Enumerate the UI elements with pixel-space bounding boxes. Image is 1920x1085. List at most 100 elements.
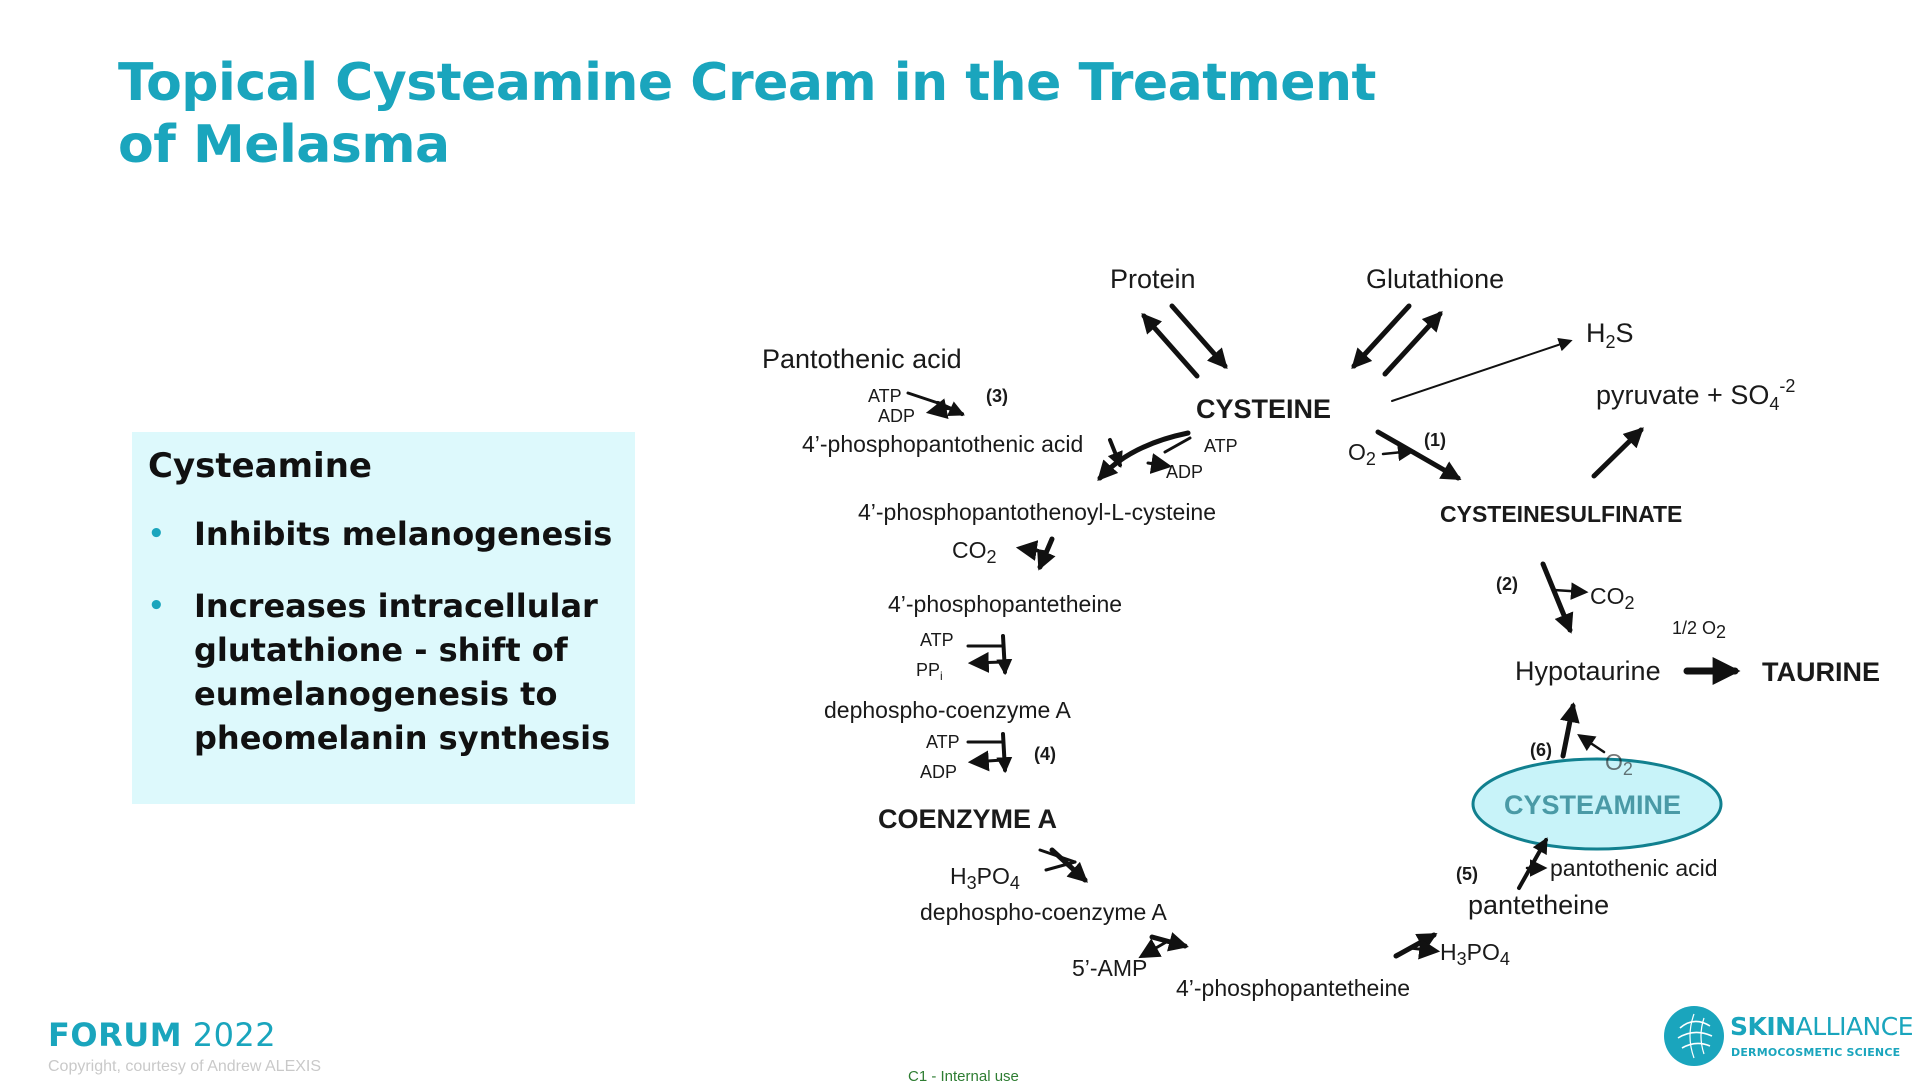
label-cysteamine: CYSTEAMINE	[1504, 790, 1681, 820]
label-pantothenic-acid-right: pantothenic acid	[1550, 855, 1718, 881]
arrow-atp-3	[906, 391, 940, 405]
arrow-amp-out	[1138, 938, 1170, 959]
skin-alliance-logo: SKINALLIANCE DERMOCOSMETIC SCIENCE	[1664, 1006, 1914, 1072]
label-hypotaurine: Hypotaurine	[1515, 656, 1661, 686]
label-step4: (4)	[1034, 744, 1056, 764]
info-bullet-2: • Increases intracellular glutathione - s…	[148, 584, 619, 760]
label-glutathione: Glutathione	[1366, 264, 1504, 294]
label-phosphopantothenic: 4’-phosphopantothenic acid	[802, 431, 1083, 457]
arrow-step4	[996, 732, 1013, 774]
half-o2-sub: 2	[1716, 622, 1726, 642]
arrow-step5	[1517, 837, 1548, 890]
co2-2-sub: 2	[1625, 593, 1635, 613]
co2-left-sub: 2	[987, 547, 997, 567]
label-o2-step6: O2	[1605, 749, 1633, 779]
forum-word: FORUM	[48, 1016, 183, 1054]
label-atp-3: ATP	[868, 386, 902, 406]
arrow-cysteine-to-h2s	[1391, 337, 1573, 402]
label-atp-cys: ATP	[1204, 436, 1238, 456]
label-half-o2: 1/2 O2	[1672, 618, 1726, 642]
h2s-h: H	[1586, 318, 1606, 348]
arrow-to-pyruvate	[1591, 427, 1644, 479]
label-phosphopantothenoyl: 4’-phosphopantothenoyl-L-cysteine	[858, 499, 1216, 525]
h3po4-r-po: PO	[1467, 939, 1500, 965]
info-bullet-1: • Inhibits melanogenesis	[148, 512, 619, 556]
label-adp-3: ADP	[878, 406, 915, 426]
co2-left-co: CO	[952, 537, 987, 563]
label-amp: 5’-AMP	[1072, 955, 1147, 981]
label-atp-ppi: ATP	[920, 630, 954, 650]
pyruvate-text: pyruvate + SO	[1596, 380, 1769, 410]
label-taurine: TAURINE	[1762, 657, 1880, 687]
label-pantothenic-acid: Pantothenic acid	[762, 344, 962, 374]
brand-light: ALLIANCE	[1795, 1012, 1914, 1041]
label-step3: (3)	[986, 386, 1008, 406]
co2-2-co: CO	[1590, 583, 1625, 609]
arrow-glutathione-to-cysteine	[1351, 303, 1412, 369]
arrow-co2-out	[1015, 540, 1048, 561]
h3po4-l-3: 3	[967, 873, 977, 893]
globe-icon	[1664, 1006, 1724, 1066]
label-h3po4-left: H3PO4	[950, 863, 1020, 893]
label-adp-4: ADP	[920, 762, 957, 782]
brand-bold: SKIN	[1730, 1012, 1796, 1041]
o2-6-o: O	[1605, 749, 1623, 775]
label-cysteine: CYSTEINE	[1196, 394, 1331, 424]
arrow-ppi-out	[967, 651, 1005, 673]
arrow-cysteine-incorporation	[1097, 430, 1191, 481]
brand-subtitle: DERMOCOSMETIC SCIENCE	[1731, 1046, 1901, 1059]
h3po4-l-h: H	[950, 863, 967, 889]
classification-label: C1 - Internal use	[908, 1068, 1019, 1085]
info-bullet-1-text: Inhibits melanogenesis	[194, 515, 613, 553]
info-bullet-2-text: Increases intracellular glutathione - sh…	[194, 587, 611, 757]
h3po4-r-4: 4	[1500, 949, 1510, 969]
arrow-adp-4-out	[967, 750, 1005, 772]
arrow-cysteine-to-protein	[1141, 313, 1200, 379]
label-coenzyme-a: COENZYME A	[878, 804, 1057, 834]
label-ppi: PPi	[916, 660, 943, 683]
label-phosphopantetheine-1: 4’-phosphopantetheine	[888, 591, 1122, 617]
pyruvate-sup: -2	[1779, 376, 1795, 396]
label-o2-step1: O2	[1348, 439, 1376, 469]
label-co2-left: CO2	[952, 537, 997, 567]
forum-year: 2022	[192, 1016, 277, 1054]
arrow-protein-to-cysteine	[1169, 303, 1228, 369]
arrow-step1	[1375, 429, 1462, 481]
cysteamine-highlight-ellipse	[1471, 757, 1723, 851]
label-h3po4-right: H3PO4	[1440, 939, 1510, 969]
arrow-atp-cys	[1163, 436, 1192, 454]
arrow-step-ppi	[996, 634, 1013, 676]
arrow-adp-cys	[1146, 453, 1173, 474]
arrow-phosphopantothenic-down	[1107, 438, 1123, 468]
arrow-h3po4-right-out	[1408, 938, 1441, 960]
label-cysteinesulfinate: CYSTEINESULFINATE	[1440, 501, 1682, 527]
arrow-co2-release-2	[1552, 582, 1589, 600]
label-protein: Protein	[1110, 264, 1196, 294]
cysteamine-info-box: Cysteamine • Inhibits melanogenesis • Incr…	[132, 432, 635, 804]
h2s-sub: 2	[1606, 332, 1616, 352]
o2-6-sub: 2	[1623, 759, 1633, 779]
label-dephospho-coa: dephospho-coenzyme A	[824, 697, 1071, 723]
arrow-step6	[1560, 702, 1580, 759]
label-pyruvate: pyruvate + SO4-2	[1596, 376, 1795, 414]
arrow-step2	[1540, 561, 1574, 634]
label-step1: (1)	[1424, 430, 1446, 450]
arrow-adp-3	[925, 398, 952, 420]
arrow-o2-input-6	[1577, 734, 1606, 754]
label-step2: (2)	[1496, 574, 1518, 594]
label-step6: (6)	[1530, 740, 1552, 760]
o2-1-o: O	[1348, 439, 1366, 465]
h3po4-r-h: H	[1440, 939, 1457, 965]
arrow-cysteine-to-glutathione	[1382, 311, 1443, 377]
label-dephospho-coa-2: dephospho-coenzyme A	[920, 899, 1167, 925]
copyright-note: Copyright, courtesy of Andrew ALEXIS	[48, 1058, 322, 1075]
info-heading: Cysteamine	[148, 446, 372, 486]
half-o2-text: 1/2 O	[1672, 618, 1716, 638]
label-h2s: H2S	[1586, 318, 1634, 352]
h3po4-l-4: 4	[1010, 873, 1020, 893]
forum-2022-logo: FORUM 2022	[48, 1016, 276, 1054]
arrow-h3po4-left-out	[1044, 860, 1077, 872]
bullet-dot-icon: •	[148, 591, 165, 621]
bullet-dot-icon: •	[148, 519, 165, 549]
